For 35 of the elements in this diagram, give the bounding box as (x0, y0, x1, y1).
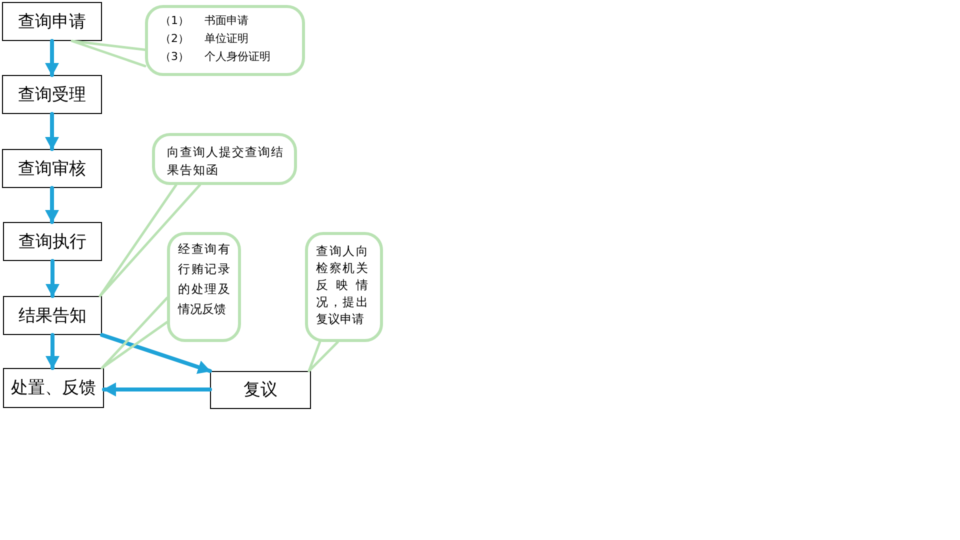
box-label: 处置、反馈 (11, 377, 96, 399)
arrow (46, 259, 60, 298)
callout-tail (98, 184, 202, 298)
list-item: （2） 单位证明 (160, 31, 249, 47)
callout-text: 查询人向检察机关反映情况，提出复议申请 (316, 243, 368, 328)
process-box (2, 75, 102, 114)
box-label: 查询审核 (18, 158, 86, 180)
arrow (46, 333, 60, 370)
callout-tail (70, 40, 146, 68)
callout-tail (100, 296, 168, 370)
process-box (2, 149, 102, 188)
arrow (45, 186, 59, 224)
callout-bubble (145, 5, 305, 76)
callout-bubble (167, 232, 241, 342)
process-box (3, 296, 102, 335)
callout-bubble (305, 232, 383, 342)
process-box (3, 368, 104, 408)
box-label: 查询申请 (18, 10, 86, 32)
list-item: （1） 书面申请 (160, 13, 249, 29)
process-box (3, 222, 102, 261)
box-label: 结果告知 (18, 304, 86, 326)
callout-bubble (152, 133, 297, 185)
arrow (102, 382, 212, 396)
box-label: 复议 (244, 379, 278, 401)
arrow (45, 112, 59, 151)
callout-text: 经查询有行贿记录的处理及情况反馈 (178, 241, 230, 318)
box-label: 查询执行 (18, 230, 86, 252)
process-box (210, 371, 311, 409)
arrow (100, 333, 212, 374)
list-item: （3） 个人身份证明 (160, 49, 271, 65)
callout-text: 向查询人提交查询结果告知函 (167, 144, 285, 179)
process-box (2, 2, 102, 41)
box-label: 查询受理 (18, 84, 86, 106)
callout-tail (308, 340, 339, 372)
arrow (45, 39, 59, 77)
